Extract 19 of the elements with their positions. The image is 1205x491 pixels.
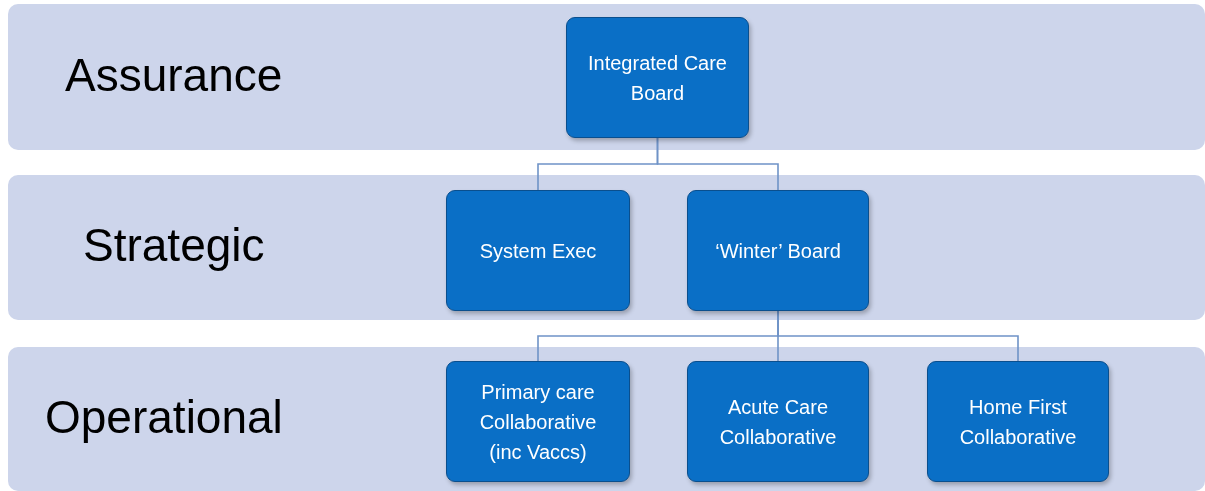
org-box — [446, 361, 630, 482]
org-box — [687, 361, 869, 482]
tier-band — [8, 4, 1205, 150]
tier-band — [8, 175, 1205, 320]
box-label: System Exec — [478, 238, 598, 264]
org-box — [687, 190, 869, 311]
org-box — [566, 17, 749, 138]
box-label: Primary care Collaborative (inc Vaccs) — [478, 379, 598, 465]
org-box — [446, 190, 630, 311]
tier-label: Assurance — [65, 48, 283, 102]
tier-band — [8, 347, 1205, 491]
tier-label: Operational — [45, 390, 283, 444]
box-label: Integrated Care Board — [587, 50, 728, 106]
connector-line — [656, 137, 779, 191]
org-box — [927, 361, 1109, 482]
box-label: Acute Care Collaborative — [718, 394, 838, 450]
box-label: ‘Winter’ Board — [714, 238, 842, 264]
tier-label: Strategic — [83, 218, 265, 272]
box-label: Home First Collaborative — [958, 394, 1078, 450]
